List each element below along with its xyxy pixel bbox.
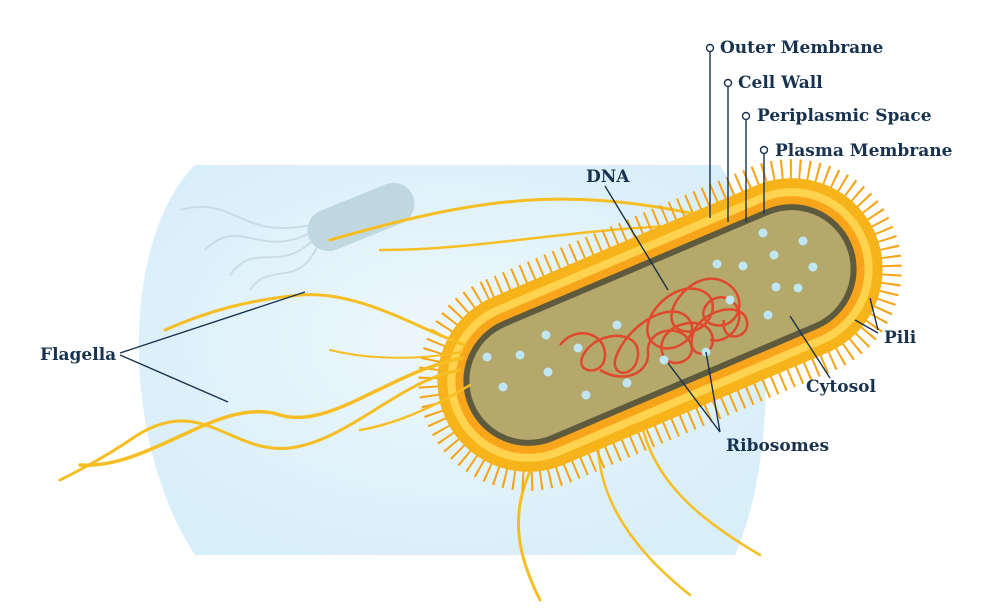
cytosol-layer xyxy=(469,210,851,440)
leader-lines xyxy=(119,43,879,433)
dna-label: DNA xyxy=(586,167,630,187)
pili-spike-layer xyxy=(418,159,902,491)
pili-label: Pili xyxy=(884,328,917,348)
periplasmic-space-label: Periplasmic Space xyxy=(757,106,932,126)
plasma-membrane-label: Plasma Membrane xyxy=(775,141,953,161)
ribosomes-label: Ribosomes xyxy=(726,436,829,456)
dna-strand xyxy=(559,277,749,378)
outer-membrane-label: Outer Membrane xyxy=(720,38,884,58)
flagella-front xyxy=(58,293,472,482)
flagella-label: Flagella xyxy=(40,345,116,365)
background-bacterium xyxy=(179,182,415,291)
cell-wall-label: Cell Wall xyxy=(738,73,823,93)
cytosol-label: Cytosol xyxy=(806,377,877,397)
ribosomes xyxy=(482,228,818,400)
